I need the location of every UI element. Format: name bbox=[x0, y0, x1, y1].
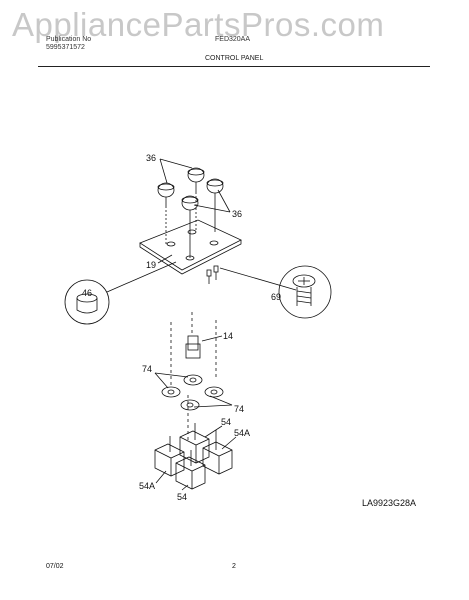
publication-number: 5995371572 bbox=[46, 44, 85, 51]
callout-36-right: 36 bbox=[232, 209, 242, 219]
collar-part bbox=[161, 374, 224, 411]
footer-page-number: 2 bbox=[232, 563, 236, 570]
watermark-text: AppliancePartsPros.com bbox=[12, 6, 385, 43]
callout-74-left: 74 bbox=[142, 364, 152, 374]
knob-part bbox=[157, 167, 224, 258]
plug-detail bbox=[64, 279, 110, 325]
screw-leader bbox=[219, 267, 297, 291]
screw-small-part bbox=[206, 265, 219, 284]
switch-14-leader bbox=[201, 335, 223, 342]
footer-date: 07/02 bbox=[46, 563, 64, 570]
callout-36: 36 bbox=[146, 153, 156, 163]
switch-14-part bbox=[185, 335, 201, 359]
callout-54a-top: 54A bbox=[234, 428, 250, 438]
collar-leader-lines bbox=[154, 372, 233, 408]
model-number: FED320AA bbox=[215, 36, 251, 43]
callout-74-right: 74 bbox=[234, 404, 244, 414]
shaft-lines bbox=[170, 312, 217, 440]
diagram-code: LA9923G28A bbox=[362, 498, 417, 508]
callout-54a-left: 54A bbox=[139, 481, 155, 491]
header-rule bbox=[38, 66, 430, 67]
callout-69: 69 bbox=[271, 292, 281, 302]
callout-14: 14 bbox=[223, 331, 233, 341]
callout-19: 19 bbox=[146, 260, 156, 270]
callout-46: 46 bbox=[82, 288, 92, 298]
screw-detail bbox=[278, 265, 332, 319]
switch-54-part bbox=[154, 423, 233, 490]
panel-leader bbox=[157, 254, 173, 264]
section-title: CONTROL PANEL bbox=[205, 55, 264, 62]
callout-54-top: 54 bbox=[221, 417, 231, 427]
publication-label: Publication No bbox=[46, 36, 92, 43]
knob-leader-lines bbox=[159, 158, 231, 213]
plug-leader bbox=[106, 261, 177, 293]
control-panel-plate bbox=[139, 192, 242, 275]
switch-leader-lines bbox=[155, 425, 237, 491]
callout-54-bottom: 54 bbox=[177, 492, 187, 502]
